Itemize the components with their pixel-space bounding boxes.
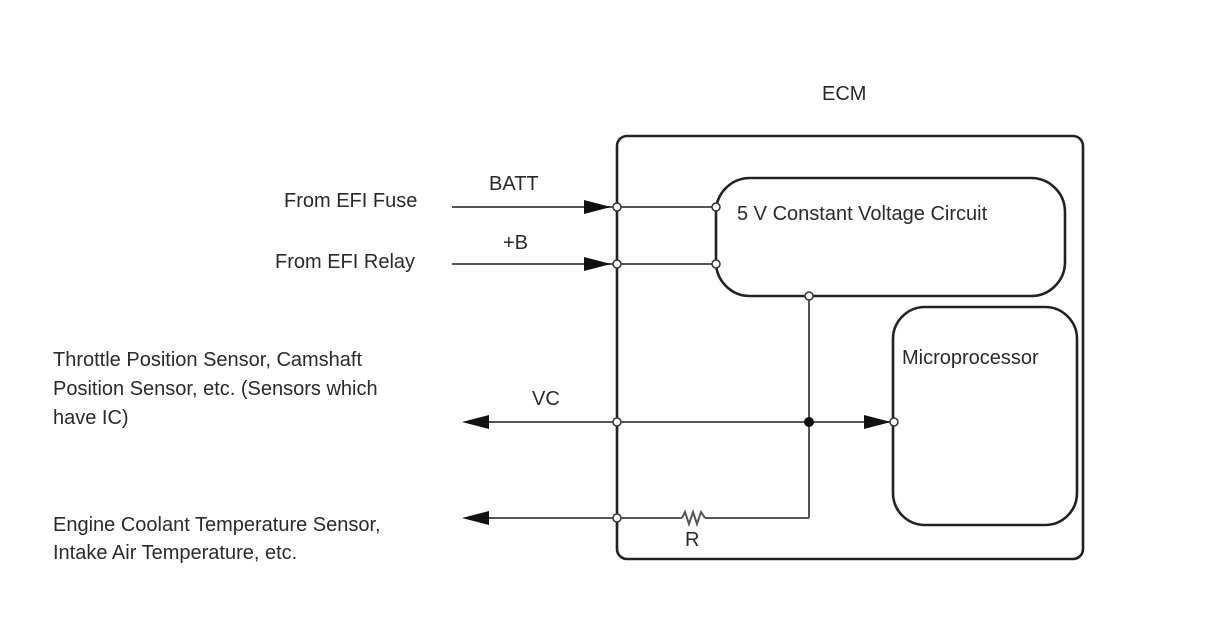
- terminal-node: [889, 417, 899, 427]
- terminal-node: [612, 513, 622, 523]
- microprocessor-block: [891, 305, 1079, 527]
- junction-node: [804, 417, 814, 427]
- batt-arrow-icon: [584, 200, 611, 214]
- temp-sensor-label-line-2: Intake Air Temperature, etc.: [53, 542, 298, 564]
- ecm-label: ECM: [822, 83, 867, 105]
- terminal-node: [612, 259, 622, 269]
- vc-signal-label: VC: [532, 388, 560, 410]
- constant-voltage-circuit-block: [714, 176, 1067, 298]
- sensor-ic-label-line-3: have IC): [53, 407, 129, 429]
- constant-voltage-circuit-label: 5 V Constant Voltage Circuit: [737, 203, 988, 225]
- sensor-ic-label-line-1: Throttle Position Sensor, Camshaft: [53, 349, 363, 371]
- batt-signal-label: BATT: [489, 173, 539, 195]
- efi-relay-label: From EFI Relay: [275, 251, 416, 273]
- plus-b-signal-label: +B: [503, 232, 529, 254]
- ecm-box: [615, 134, 1085, 561]
- microprocessor-in-arrow-icon: [864, 415, 891, 429]
- microprocessor-label: Microprocessor: [902, 347, 1039, 369]
- resistor-label: R: [685, 529, 700, 551]
- resistor-icon: [681, 508, 706, 528]
- terminal-node: [612, 417, 622, 427]
- terminal-node: [711, 202, 721, 212]
- efi-fuse-label: From EFI Fuse: [284, 190, 418, 212]
- terminal-node: [612, 202, 622, 212]
- temp-sensor-label-line-1: Engine Coolant Temperature Sensor,: [53, 514, 381, 536]
- plus-b-arrow-icon: [584, 257, 611, 271]
- thermistor-out-arrow-icon: [462, 511, 489, 525]
- sensor-ic-label-line-2: Position Sensor, etc. (Sensors which: [53, 378, 378, 400]
- vc-out-arrow-icon: [462, 415, 489, 429]
- terminal-node: [711, 259, 721, 269]
- terminal-node: [804, 291, 814, 301]
